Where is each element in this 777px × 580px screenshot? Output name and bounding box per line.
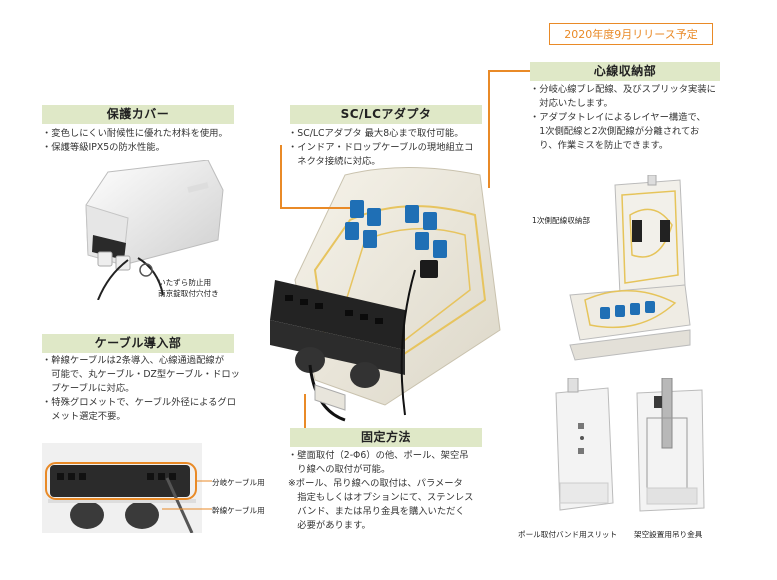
mounting-callout-line bbox=[304, 394, 306, 436]
caption-branch-cable: 分岐ケーブル用 bbox=[212, 478, 265, 487]
adapter-line: ・インドア・ドロップケーブルの現地組立コ bbox=[288, 142, 474, 153]
storage-line: 対応いたします。 bbox=[530, 98, 613, 109]
storage-callout-line bbox=[488, 70, 490, 188]
mounting-line: ※ポール、吊り線への取付は、パラメータ bbox=[288, 478, 463, 489]
cable-entry-callouts bbox=[45, 462, 212, 510]
cover-line: ・保護等級IPX5の防水性能。 bbox=[42, 142, 165, 153]
storage-line: 1次側配線と2次側配線が分離されてお bbox=[530, 126, 700, 137]
mounting-line: ・壁面取付（2-Φ6）の他、ポール、架空吊 bbox=[288, 450, 469, 461]
storage-line: り、作業ミスを防止できます。 bbox=[530, 140, 669, 151]
mounting-text: ・壁面取付（2-Φ6）の他、ポール、架空吊 り線への取付が可能。 ※ポール、吊り… bbox=[288, 449, 473, 533]
cable-entry-line: 可能で、丸ケーブル・DZ型ケーブル・ドロッ bbox=[42, 369, 240, 380]
caption-anti-tamper: いたずら防止用 bbox=[158, 278, 212, 287]
storage-text: ・分岐心線ブレ配線、及びスプリッタ実装に 対応いたします。 ・アダプタトレイによ… bbox=[530, 83, 716, 153]
caption-aerial-hanger: 架空設置用吊り金具 bbox=[634, 530, 703, 539]
cable-entry-line: ・幹線ケーブルは2条導入、心線通過配線が bbox=[42, 355, 224, 366]
adapter-line: ・SC/LCアダプタ 最大8心まで取付可能。 bbox=[288, 128, 464, 139]
adapter-header: SC/LCアダプタ bbox=[290, 105, 482, 124]
release-badge: 2020年度9月リリース予定 bbox=[549, 23, 713, 45]
cable-entry-text: ・幹線ケーブルは2条導入、心線通過配線が 可能で、丸ケーブル・DZ型ケーブル・ド… bbox=[42, 354, 240, 424]
cover-product-image bbox=[85, 160, 224, 300]
cable-entry-line: プケーブルに対応。 bbox=[42, 383, 135, 394]
open-box-image bbox=[569, 175, 691, 361]
caption-trunk-cable: 幹線ケーブル用 bbox=[212, 506, 265, 515]
mounting-header: 固定方法 bbox=[290, 428, 482, 447]
cable-entry-line: ・特殊グロメットで、ケーブル外径によるグロ bbox=[42, 397, 237, 408]
caption-pole-slit: ポール取付バンド用スリット bbox=[518, 530, 618, 539]
pole-mount-image bbox=[555, 378, 614, 511]
adapter-callout-line bbox=[280, 145, 282, 208]
adapter-text: ・SC/LCアダプタ 最大8心まで取付可能。 ・インドア・ドロップケーブルの現地… bbox=[288, 127, 473, 169]
caption-padlock: 南京錠取付穴付き bbox=[158, 289, 219, 298]
cable-entry-line: メット選定不要。 bbox=[42, 411, 126, 422]
cover-text: ・変色しにくい耐候性に優れた材料を使用。 ・保護等級IPX5の防水性能。 bbox=[42, 127, 228, 155]
storage-header: 心線収納部 bbox=[530, 62, 720, 81]
cable-entry-header: ケーブル導入部 bbox=[42, 334, 234, 353]
cover-line: ・変色しにくい耐候性に優れた材料を使用。 bbox=[42, 128, 228, 139]
cable-entry-image bbox=[42, 443, 202, 533]
adapter-callout-line bbox=[280, 207, 350, 209]
storage-line: ・アダプタトレイによるレイヤー構造で、 bbox=[530, 112, 706, 123]
mounting-line: 必要があります。 bbox=[288, 520, 371, 531]
adapter-line: ネクタ接続に対応。 bbox=[288, 156, 381, 167]
mounting-line: バンド、または吊り金具を購入いただく bbox=[288, 506, 465, 517]
mounting-line: り線への取付が可能。 bbox=[288, 464, 391, 475]
storage-line: ・分岐心線ブレ配線、及びスプリッタ実装に bbox=[530, 84, 716, 95]
storage-callout-line bbox=[488, 70, 530, 72]
mounting-line: 指定もしくはオプションにて、ステンレス bbox=[288, 492, 474, 503]
cover-header: 保護カバー bbox=[42, 105, 234, 124]
caption-primary-storage: 1次側配線収納部 bbox=[532, 216, 590, 225]
aerial-hanger-image bbox=[636, 378, 705, 512]
main-product-image bbox=[270, 167, 501, 422]
